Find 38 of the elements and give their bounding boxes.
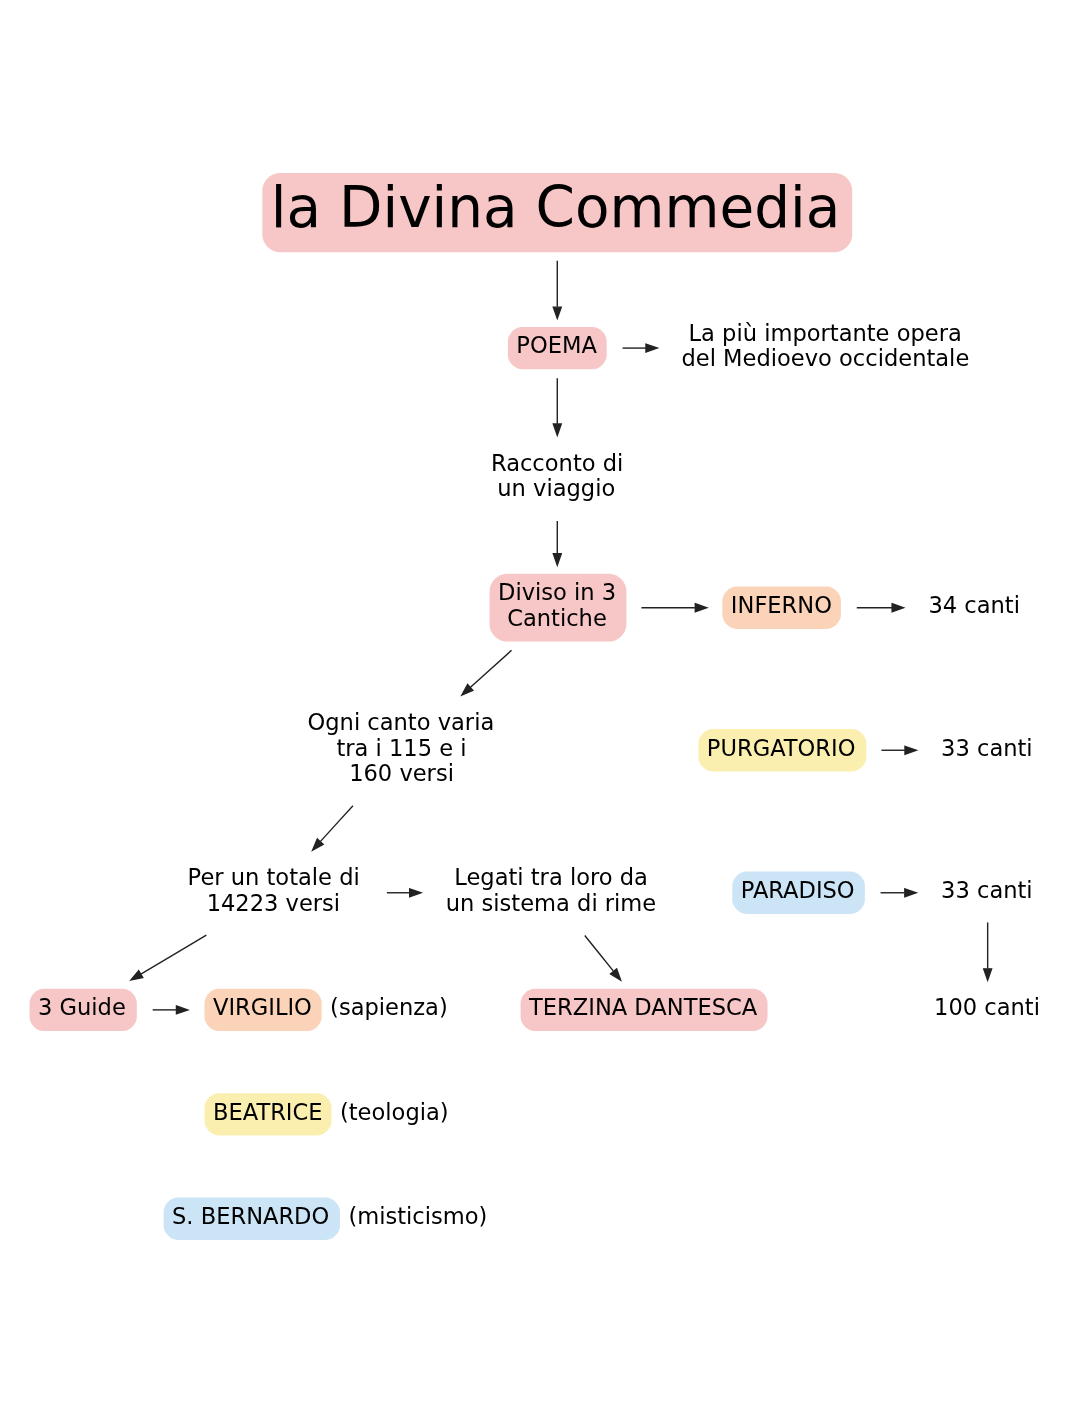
arrow xyxy=(982,921,993,982)
node-text: Ogni canto varia tra i 115 e i 160 versi xyxy=(307,708,495,786)
arrow xyxy=(621,342,660,353)
node-box: PARADISO xyxy=(732,871,865,914)
node-text: Per un totale di 14223 versi xyxy=(187,863,360,916)
node-box: TERZINA DANTESCA xyxy=(520,988,768,1031)
node-box: S. BERNARDO xyxy=(163,1197,340,1240)
arrow xyxy=(552,377,563,437)
node-label: (teologia) xyxy=(339,1098,449,1125)
node-text: 33 canti xyxy=(941,734,1033,761)
node-box: la Divina Commedia xyxy=(262,172,853,252)
node-label: (misticismo) xyxy=(348,1202,488,1229)
node-text: 100 canti xyxy=(934,993,1040,1020)
node-text: 34 canti xyxy=(928,591,1020,618)
arrow xyxy=(311,804,354,852)
node-text: Racconto di un viaggio xyxy=(490,449,624,501)
arrow xyxy=(879,887,919,898)
node-box: 3 Guide xyxy=(29,988,137,1031)
arrow xyxy=(584,934,622,982)
node-box: INFERNO xyxy=(722,586,841,629)
arrow xyxy=(386,887,424,898)
arrow xyxy=(640,602,709,613)
arrow xyxy=(856,602,906,613)
arrow xyxy=(552,519,563,567)
node-text: La più importante opera del Medioevo occidentale xyxy=(681,319,970,371)
node-box: VIRGILIO xyxy=(204,988,322,1031)
node-text: Legati tra loro da un sistema di rime xyxy=(445,863,657,916)
arrow xyxy=(129,933,208,981)
arrow xyxy=(152,1004,190,1015)
node-box: Diviso in 3 Cantiche xyxy=(489,573,627,642)
arrow xyxy=(460,649,513,696)
arrow xyxy=(880,744,919,755)
node-box: POEMA xyxy=(507,326,607,369)
node-box: BEATRICE xyxy=(204,1092,332,1135)
arrow xyxy=(552,259,563,321)
node-label: (sapienza) xyxy=(330,993,448,1020)
node-box: PURGATORIO xyxy=(698,728,867,771)
node-text: 33 canti xyxy=(941,876,1033,903)
